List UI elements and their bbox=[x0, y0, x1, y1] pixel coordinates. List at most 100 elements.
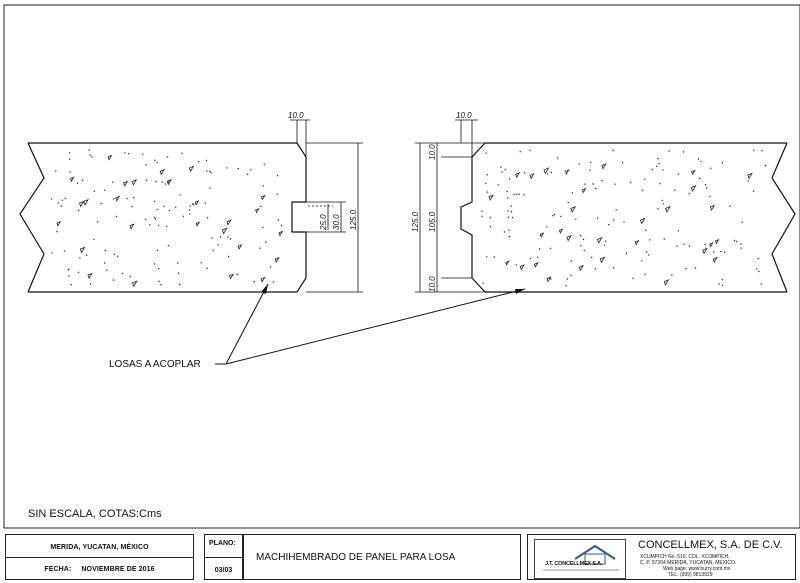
aggregate-dot bbox=[523, 194, 525, 196]
aggregate-dot bbox=[117, 255, 119, 257]
aggregate-dot bbox=[575, 218, 577, 221]
aggregate-dot bbox=[89, 283, 92, 285]
aggregate-dot bbox=[209, 170, 211, 173]
aggregate-dot bbox=[182, 215, 185, 217]
aggregate-dot bbox=[489, 216, 491, 219]
aggregate-stone bbox=[578, 264, 585, 272]
logo-text: J.T. CONCELLMEX S.A. bbox=[545, 561, 603, 567]
aggregate-dot bbox=[644, 273, 646, 275]
aggregate-stone bbox=[558, 228, 564, 234]
aggregate-dot bbox=[623, 221, 625, 224]
aggregate-stone bbox=[87, 272, 93, 280]
aggregate-stone bbox=[260, 194, 266, 201]
aggregate-stone bbox=[505, 260, 510, 266]
sheet-border bbox=[3, 4, 800, 529]
aggregate-dot bbox=[523, 172, 526, 174]
company-address-2: C. P. 97204 MERIDA, YUCATAN, MEXICO. bbox=[640, 560, 737, 566]
aggregate-dot bbox=[253, 281, 255, 283]
scale-note: SIN ESCALA, COTAS:Cms bbox=[28, 508, 162, 520]
aggregate-dot bbox=[752, 190, 755, 192]
aggregate-dot bbox=[501, 171, 503, 173]
aggregate-stone bbox=[663, 279, 670, 286]
aggregate-dot bbox=[700, 160, 702, 163]
aggregate-stone bbox=[581, 187, 587, 194]
aggregate-dot bbox=[57, 202, 60, 204]
dim-right-top-lip: 10.0 bbox=[428, 144, 437, 160]
aggregate-dot bbox=[155, 180, 157, 183]
aggregate-dot bbox=[79, 257, 81, 259]
aggregate-stone bbox=[188, 165, 195, 173]
aggregate-dot bbox=[694, 267, 697, 269]
aggregate-dot bbox=[741, 221, 743, 223]
aggregate-dot bbox=[596, 217, 599, 219]
plano-label: PLANO: bbox=[209, 540, 236, 547]
location-text: MERIDA, YUCATAN, MÉXICO bbox=[50, 543, 149, 551]
title-block-company: J.T. CONCELLMEX S.A. CONCELLMEX, S.A. DE… bbox=[527, 534, 796, 580]
title-block-divider bbox=[6, 557, 193, 558]
aggregate-dot bbox=[60, 205, 62, 207]
aggregate-stone bbox=[228, 273, 235, 280]
aggregate-dot bbox=[570, 260, 572, 262]
aggregate-stone bbox=[599, 256, 606, 264]
aggregate-dot bbox=[592, 183, 594, 185]
aggregate-stone bbox=[131, 179, 138, 186]
aggregate-dot bbox=[104, 249, 107, 252]
company-logo: J.T. CONCELLMEX S.A. bbox=[534, 539, 626, 579]
aggregate-dot bbox=[189, 213, 191, 215]
aggregate-stone bbox=[709, 242, 714, 248]
aggregate-dot bbox=[153, 200, 156, 202]
plano-divider bbox=[205, 557, 242, 558]
aggregate-dot bbox=[164, 183, 167, 185]
aggregate-dot bbox=[560, 215, 562, 218]
aggregate-dot bbox=[567, 201, 569, 204]
aggregate-dot bbox=[722, 284, 724, 286]
right-dimensions bbox=[415, 119, 485, 293]
aggregate-dot bbox=[276, 175, 279, 177]
aggregate-stone bbox=[715, 238, 720, 245]
aggregate-dot bbox=[713, 251, 715, 253]
aggregate-dot bbox=[613, 267, 615, 269]
aggregate-dot bbox=[227, 236, 229, 238]
aggregate-dot bbox=[210, 172, 212, 174]
aggregate-dot bbox=[237, 167, 239, 170]
aggregate-dot bbox=[68, 152, 71, 154]
dim-left-tongue-depth: 25.0 bbox=[319, 214, 328, 231]
aggregate-dot bbox=[583, 249, 585, 252]
aggregate-dot bbox=[158, 280, 160, 283]
aggregate-dot bbox=[188, 209, 191, 211]
aggregate-dot bbox=[91, 156, 93, 158]
aggregate-dot bbox=[614, 183, 616, 185]
aggregate-dot bbox=[500, 166, 502, 168]
aggregate-dot bbox=[595, 187, 597, 190]
aggregate-dot bbox=[69, 158, 71, 160]
aggregate-dot bbox=[227, 255, 230, 258]
aggregate-dot bbox=[571, 192, 573, 194]
aggregate-stone bbox=[515, 172, 521, 179]
aggregate-stone bbox=[56, 220, 62, 227]
aggregate-dot bbox=[688, 245, 691, 247]
aggregate-dot bbox=[557, 157, 559, 159]
date-row: FECHA: NOVIEMBRE DE 2016 bbox=[6, 560, 193, 578]
aggregate-dot bbox=[113, 198, 115, 200]
aggregate-dot bbox=[662, 169, 664, 171]
aggregate-dot bbox=[489, 226, 492, 228]
aggregate-stone bbox=[129, 223, 135, 230]
aggregate-stone bbox=[488, 194, 494, 201]
aggregate-dot bbox=[511, 216, 514, 219]
aggregate-stone bbox=[564, 169, 570, 175]
aggregate-dot bbox=[510, 205, 512, 207]
aggregate-dot bbox=[682, 151, 685, 153]
aggregate-dot bbox=[113, 253, 116, 255]
aggregate-dot bbox=[104, 262, 106, 264]
aggregate-dot bbox=[740, 247, 742, 249]
aggregate-dot bbox=[584, 183, 586, 185]
aggregate-dot bbox=[181, 152, 183, 154]
aggregate-dot bbox=[88, 149, 90, 151]
aggregate-dot bbox=[721, 279, 723, 281]
company-address-1: XCUMPICH No. 510, COL. XCUMPICH, bbox=[640, 554, 730, 560]
aggregate-dot bbox=[177, 262, 179, 264]
aggregate-stone bbox=[260, 276, 266, 283]
aggregate-dot bbox=[175, 206, 177, 208]
aggregate-dot bbox=[265, 241, 267, 243]
